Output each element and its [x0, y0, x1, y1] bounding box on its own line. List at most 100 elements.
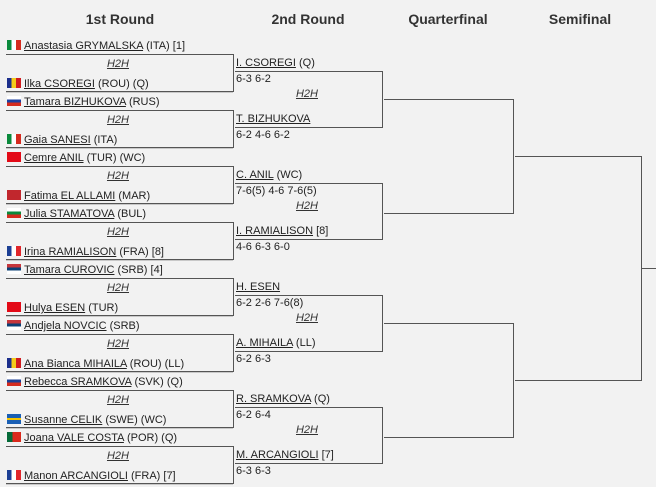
player-name-link[interactable]: Andjela NOVCIC [24, 320, 107, 332]
player-name-link[interactable]: C. ANIL [236, 169, 274, 181]
advancing-player: T. BIZHUKOVA [236, 111, 310, 127]
advancing-player: A. MIHAILA (LL) [236, 335, 315, 351]
player-seed: [7] [321, 449, 334, 461]
match-score: 6-2 6-3 [236, 353, 271, 365]
header-first-round: 1st Round [85, 11, 155, 27]
player-country-seed: (SRB) [109, 320, 140, 332]
entry-divider [6, 372, 233, 373]
h2h-link[interactable]: H2H [106, 170, 129, 182]
player-name-link[interactable]: M. ARCANGIOLI [236, 449, 319, 461]
it-flag-icon [7, 134, 21, 144]
bracket-line [6, 278, 234, 279]
header-second-round: 2nd Round [271, 11, 345, 27]
bracket-line [6, 54, 234, 55]
player-seed: (WC) [276, 169, 303, 181]
bracket-line [6, 259, 234, 260]
player-name-link[interactable]: A. MIHAILA [236, 337, 293, 349]
bracket-line [384, 437, 514, 438]
header-semifinal: Semifinal [548, 11, 612, 27]
player-country-seed: (FRA) [7] [131, 470, 176, 482]
bracket-line [6, 147, 234, 148]
se-flag-icon [7, 414, 21, 424]
ru-flag-icon [7, 96, 21, 106]
bracket-line [235, 407, 383, 408]
player-country-seed: (ITA) [1] [146, 40, 186, 52]
h2h-link[interactable]: H2H [106, 226, 129, 238]
bracket-line [6, 427, 234, 428]
player-name-link[interactable]: Hulya ESEN [24, 302, 86, 314]
player-name-link[interactable]: Irina RAMIALISON [24, 246, 117, 258]
player-name-link[interactable]: Rebecca SRAMKOVA [24, 376, 132, 388]
tr-flag-icon [7, 152, 21, 162]
bracket-line [6, 446, 234, 447]
player-name-link[interactable]: I. CSOREGI [236, 57, 296, 69]
player-seed: (LL) [295, 337, 316, 349]
pt-flag-icon [7, 432, 21, 442]
player-entry: Irina RAMIALISON (FRA) [8] [7, 244, 164, 260]
player-country-seed: (TUR) [88, 302, 119, 314]
player-country-seed: (BUL) [117, 208, 147, 220]
fr-flag-icon [7, 470, 21, 480]
bracket-line [235, 183, 383, 184]
advancing-player: H. ESEN [236, 279, 280, 295]
h2h-link[interactable]: H2H [106, 58, 129, 70]
bracket-line [233, 390, 234, 428]
h2h-link[interactable]: H2H [106, 450, 129, 462]
player-name-link[interactable]: Joana VALE COSTA [24, 432, 124, 444]
entry-divider [6, 148, 233, 149]
player-name-link[interactable]: T. BIZHUKOVA [236, 113, 311, 125]
player-name-link[interactable]: Manon ARCANGIOLI [24, 470, 128, 482]
bracket-line [235, 71, 383, 72]
bracket-line [235, 463, 383, 464]
player-country-seed: (POR) (Q) [126, 432, 178, 444]
player-entry: Manon ARCANGIOLI (FRA) [7] [7, 468, 176, 484]
player-entry: Andjela NOVCIC (SRB) [7, 318, 140, 334]
bracket-line [382, 71, 383, 128]
bracket-line [515, 156, 642, 157]
player-name-link[interactable]: H. ESEN [236, 281, 281, 293]
ro-flag-icon [7, 358, 21, 368]
bracket-line [642, 268, 656, 269]
bracket-line [233, 54, 234, 92]
player-country-seed: (ITA) [93, 134, 118, 146]
h2h-link[interactable]: H2H [106, 394, 129, 406]
h2h-link[interactable]: H2H [295, 424, 318, 436]
h2h-link[interactable]: H2H [106, 338, 129, 350]
player-name-link[interactable]: Ana Bianca MIHAILA [24, 358, 127, 370]
player-name-link[interactable]: Tamara CUROVIC [24, 264, 115, 276]
h2h-link[interactable]: H2H [106, 114, 129, 126]
bracket-line [233, 222, 234, 260]
player-name-link[interactable]: Julia STAMATOVA [24, 208, 115, 220]
bracket-line [384, 213, 514, 214]
player-entry: Tamara BIZHUKOVA (RUS) [7, 94, 160, 110]
player-name-link[interactable]: Anastasia GRYMALSKA [24, 40, 144, 52]
h2h-link[interactable]: H2H [295, 88, 318, 100]
player-name-link[interactable]: Fatima EL ALLAMI [24, 190, 116, 202]
h2h-link[interactable]: H2H [106, 282, 129, 294]
entry-divider [6, 316, 233, 317]
player-name-link[interactable]: Susanne CELIK [24, 414, 103, 426]
player-name-link[interactable]: Ilka CSOREGI [24, 78, 95, 90]
player-country-seed: (ROU) (LL) [129, 358, 185, 370]
h2h-link[interactable]: H2H [295, 312, 318, 324]
player-name-link[interactable]: I. RAMIALISON [236, 225, 314, 237]
player-name-link[interactable]: R. SRAMKOVA [236, 393, 311, 405]
tr-flag-icon [7, 302, 21, 312]
player-entry: Hulya ESEN (TUR) [7, 300, 118, 316]
ma-flag-icon [7, 190, 21, 200]
player-entry: Julia STAMATOVA (BUL) [7, 206, 146, 222]
bg-flag-icon [7, 208, 21, 218]
rs-flag-icon [7, 264, 21, 274]
player-name-link[interactable]: Cemre ANIL [24, 152, 84, 164]
player-name-link[interactable]: Gaia SANESI [24, 134, 91, 146]
ro-flag-icon [7, 78, 21, 88]
bracket-line [6, 483, 234, 484]
bracket-line [6, 390, 234, 391]
player-country-seed: (FRA) [8] [119, 246, 164, 258]
entry-divider [6, 428, 233, 429]
player-country-seed: (SWE) (WC) [105, 414, 167, 426]
player-entry: Cemre ANIL (TUR) (WC) [7, 150, 145, 166]
entry-divider [6, 484, 233, 485]
player-name-link[interactable]: Tamara BIZHUKOVA [24, 96, 126, 108]
h2h-link[interactable]: H2H [295, 200, 318, 212]
